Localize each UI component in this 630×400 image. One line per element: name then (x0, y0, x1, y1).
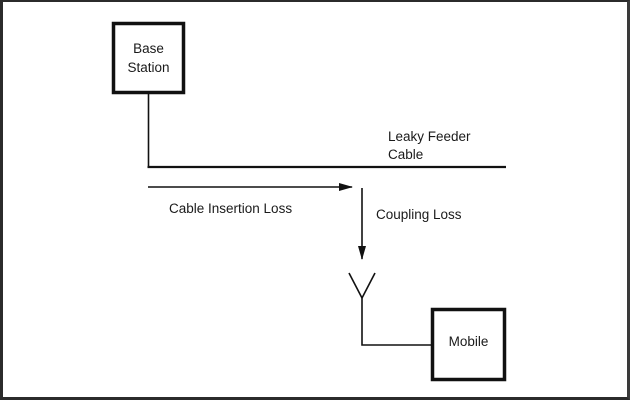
antenna-icon (348, 272, 432, 346)
base-station-label-line2: Station (127, 60, 169, 75)
cable-insertion-loss-arrow: Cable Insertion Loss (148, 183, 353, 216)
leaky-feeder-label-line2: Cable (388, 147, 423, 162)
antenna-right-arm (361, 272, 376, 299)
base-station-label-line1: Base (133, 41, 164, 56)
coupling-loss-label: Coupling Loss (376, 207, 462, 222)
coupling-loss-arrow: Coupling Loss (358, 188, 462, 260)
base-station-box (111, 21, 186, 95)
antenna-to-mobile-line (361, 298, 432, 346)
leaky-feeder-label-line1: Leaky Feeder (388, 129, 471, 144)
cable-insertion-loss-label: Cable Insertion Loss (169, 201, 292, 216)
base-station-node: Base Station (111, 21, 186, 95)
antenna-left-arm (348, 272, 363, 299)
leaky-feeder-cable: Leaky Feeder Cable (147, 94, 506, 169)
mobile-node: Mobile (430, 307, 507, 382)
mobile-label: Mobile (449, 334, 489, 349)
mobile-box (430, 307, 507, 382)
